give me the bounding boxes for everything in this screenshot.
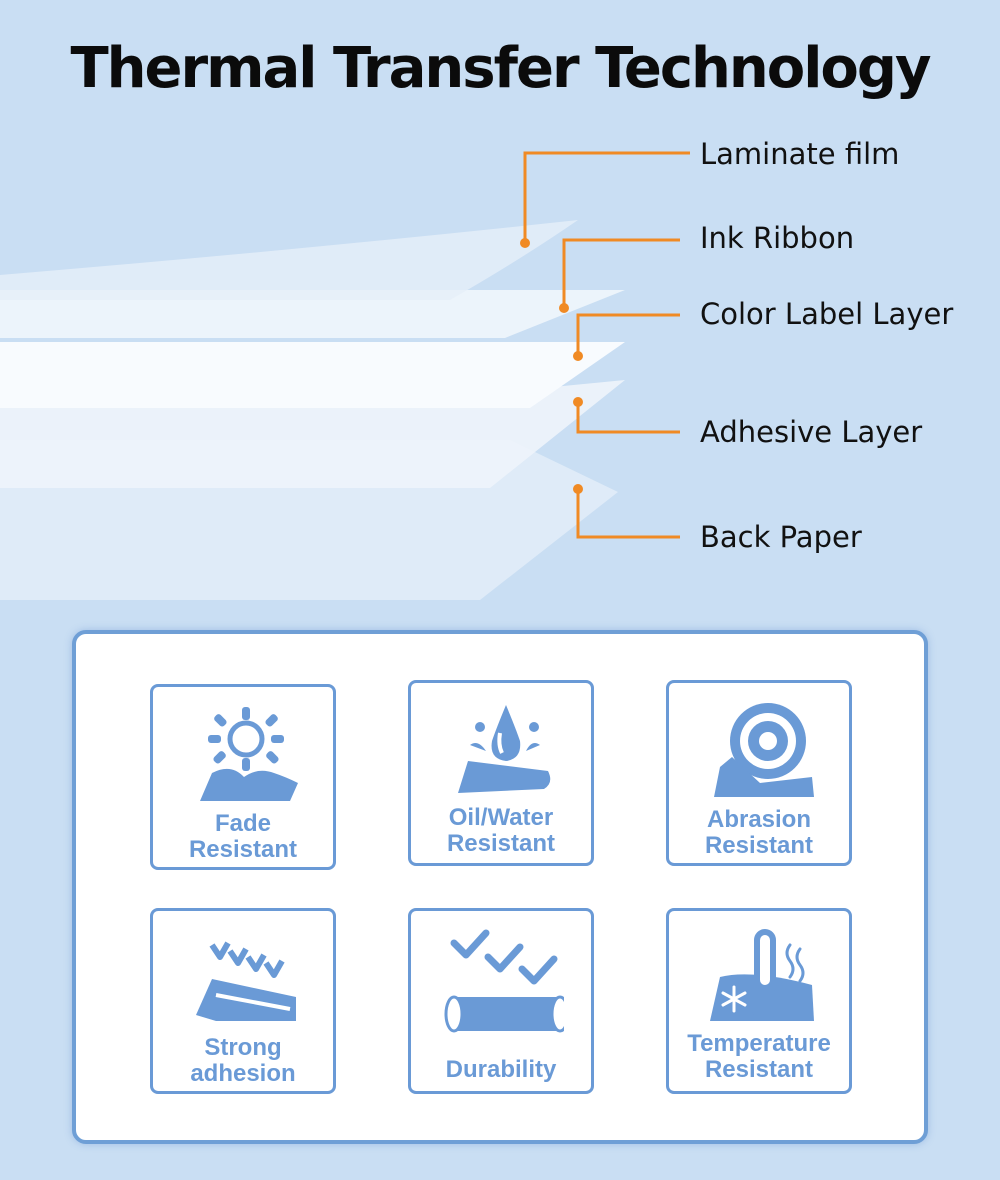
sun-icon: [200, 707, 298, 801]
feature-fade-resistant: Fade Resistant: [150, 684, 336, 870]
page-title: Thermal Transfer Technology: [70, 36, 931, 101]
ink-ribbon-sheet: [0, 290, 625, 338]
feature-label-line1: Temperature: [687, 1030, 831, 1057]
feature-label-line2: adhesion: [190, 1060, 296, 1087]
callout-dot-adhesive: [573, 397, 583, 407]
callout-line-adhesive: [576, 402, 680, 434]
feature-strong-adhesion: Strong adhesion: [150, 908, 336, 1094]
feature-temperature-resistant: Temperature Resistant: [666, 908, 852, 1094]
callout-line-ink: [562, 238, 680, 306]
callout-line-laminate: [523, 151, 690, 243]
tube-check-icon: [444, 929, 564, 1033]
feature-abrasion-resistant: Abrasion Resistant: [666, 680, 852, 866]
laminate-film-sheet: [0, 220, 578, 300]
layer-diagram: [0, 151, 690, 600]
label-ink-ribbon: Ink Ribbon: [700, 221, 855, 255]
adhesion-icon: [196, 941, 296, 1021]
feature-label-line1: Strong: [204, 1034, 282, 1061]
feature-label-line1: Abrasion: [706, 806, 811, 833]
feature-label-line2: Resistant: [188, 836, 298, 863]
features-panel: Fade Resistant Oil/Water Resistant: [72, 630, 928, 1144]
label-laminate-film: Laminate film: [700, 137, 900, 171]
callout-line-back: [576, 489, 680, 539]
feature-durability: Durability: [408, 908, 594, 1094]
feature-label-line1: Fade: [214, 810, 271, 837]
callout-dot-back: [573, 484, 583, 494]
callout-dot-color: [573, 351, 583, 361]
feature-label-line2: Resistant: [446, 830, 556, 857]
callout-dot-ink: [559, 303, 569, 313]
feature-oil-water-resistant: Oil/Water Resistant: [408, 680, 594, 866]
feature-label-line2: Resistant: [704, 1056, 814, 1083]
label-back-paper: Back Paper: [700, 520, 862, 554]
callout-dot-laminate: [520, 238, 530, 248]
feature-label-line1: Oil/Water: [448, 804, 554, 831]
water-drop-icon: [458, 705, 551, 793]
label-color-label-layer: Color Label Layer: [700, 297, 954, 331]
callout-line-color: [576, 313, 680, 355]
feature-label-line1: Durability: [445, 1056, 557, 1083]
thermometer-icon: [710, 929, 814, 1021]
feature-label-line2: Resistant: [704, 832, 814, 859]
label-adhesive-layer: Adhesive Layer: [700, 415, 923, 449]
color-label-sheet: [0, 342, 625, 408]
wheel-icon: [714, 703, 814, 797]
